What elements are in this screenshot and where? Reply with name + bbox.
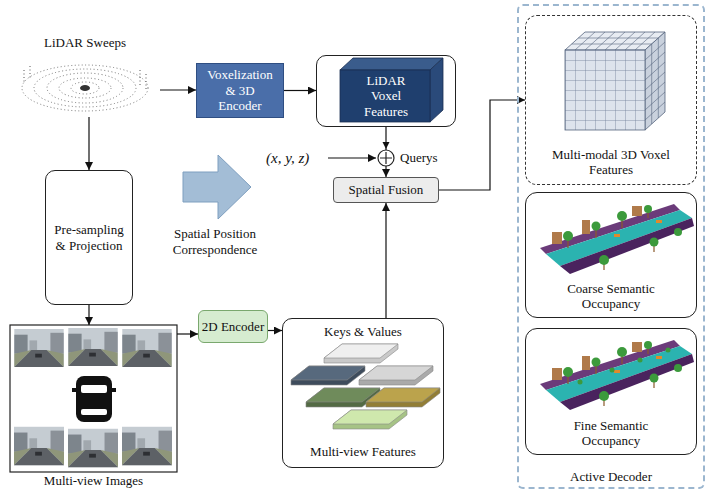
scan-ring xyxy=(59,78,111,98)
point-cloud xyxy=(22,65,148,111)
camera-image xyxy=(68,429,118,467)
node-text: 2D Encoder xyxy=(202,319,264,335)
node-text: LiDAR Sweeps xyxy=(44,35,126,51)
connector xyxy=(88,117,89,170)
process-box: Pre-sampling & Projection xyxy=(45,170,133,305)
camera-image xyxy=(14,329,63,367)
decoder-region: Active Decoder Multi-modal 3D Voxel Featu… xyxy=(517,4,705,489)
grid-lines xyxy=(572,32,659,50)
tree-dot xyxy=(578,380,583,385)
scan-ring xyxy=(47,73,123,103)
connector xyxy=(284,90,316,91)
node-text: LiDAR Voxel Features xyxy=(356,73,416,120)
slab-edge xyxy=(359,366,433,385)
add-cross xyxy=(380,152,392,164)
node-text: Keys & Values xyxy=(324,324,402,340)
camera-image xyxy=(122,329,171,367)
slab-top xyxy=(366,388,440,402)
connector xyxy=(88,305,89,325)
voxel-cube xyxy=(340,58,443,122)
connector xyxy=(385,203,386,318)
car-mirror xyxy=(72,388,77,392)
slab-top xyxy=(359,366,433,380)
node-text: Multi-modal 3D Voxel Features xyxy=(546,147,676,178)
coarse-occupancy-scene xyxy=(540,204,694,274)
cube-side xyxy=(645,32,665,130)
car-icon xyxy=(72,376,116,422)
camera-image xyxy=(14,427,64,465)
node-text: Multi-view Features xyxy=(310,444,416,460)
node-text: Spatial Fusion xyxy=(349,182,424,198)
output-box: Coarse Semantic Occupancy xyxy=(525,192,697,318)
image-frame xyxy=(10,325,177,472)
node-text: Coarse Semantic Occupancy xyxy=(551,281,671,312)
node-text: Active Decoder xyxy=(570,469,652,485)
junction-arrow-head xyxy=(383,142,390,149)
camera-image xyxy=(122,427,172,465)
feature-slabs xyxy=(291,344,440,429)
annotation-label: Spatial Position Correspondence xyxy=(163,226,267,257)
block-arrow xyxy=(183,155,251,219)
image-panel: Multi-view Images xyxy=(10,325,177,490)
voxel-grid-cube xyxy=(565,32,665,130)
fine-detail xyxy=(578,348,671,385)
car-window xyxy=(81,385,107,393)
scan-points xyxy=(24,66,146,90)
cube-top xyxy=(340,58,443,70)
cube-front xyxy=(565,50,645,130)
lidar-sweeps: LiDAR Sweeps xyxy=(10,35,160,117)
encoder-box: Voxelization & 3D Encoder xyxy=(196,63,284,118)
encoder-box: 2D Encoder xyxy=(198,310,268,343)
cube-side xyxy=(430,58,443,122)
scan-ring xyxy=(71,82,99,94)
cube-front xyxy=(340,70,430,122)
slab-top xyxy=(291,366,365,380)
slab-top xyxy=(324,344,398,358)
node-text: Fine Semantic Occupancy xyxy=(551,418,671,449)
slab-edge xyxy=(333,410,407,429)
car-mirror xyxy=(111,388,116,392)
slab-top xyxy=(333,410,407,424)
annotation-label: Querys xyxy=(400,150,438,166)
fine-occupancy-scene xyxy=(540,340,694,410)
node-text: Multi-view Images xyxy=(44,473,143,489)
add-circle xyxy=(378,150,394,166)
slab-edge xyxy=(366,388,440,407)
fusion-box: Spatial Fusion xyxy=(333,177,439,203)
feature-box: LiDAR Voxel Features xyxy=(316,55,456,127)
scan-ring xyxy=(22,65,148,111)
car-body xyxy=(76,376,112,422)
connector xyxy=(439,100,525,190)
query-arrow xyxy=(328,157,376,158)
scan-ring xyxy=(34,69,136,107)
connector xyxy=(268,330,282,331)
connector-layer xyxy=(89,90,525,334)
feature-box: Keys & ValuesMulti-view Features xyxy=(282,318,444,468)
connector xyxy=(160,89,196,90)
grid-lines xyxy=(645,38,665,124)
annotation-label: (x, y, z) xyxy=(266,149,309,167)
output-box: Multi-modal 3D Voxel Features xyxy=(525,15,697,185)
add-symbol xyxy=(378,150,394,166)
output-box: Fine Semantic Occupancy xyxy=(525,328,697,455)
slab-edge xyxy=(291,366,365,385)
node-text: Voxelization & 3D Encoder xyxy=(204,67,276,114)
slab-edge xyxy=(324,344,398,363)
car-window xyxy=(81,409,107,415)
tree-dot xyxy=(666,348,671,353)
tree-dot xyxy=(610,368,615,373)
connector xyxy=(177,333,198,334)
tree-dot xyxy=(638,358,643,363)
camera-image xyxy=(68,328,117,366)
node-text: Pre-sampling & Projection xyxy=(51,222,127,253)
sensor-origin xyxy=(80,85,90,91)
